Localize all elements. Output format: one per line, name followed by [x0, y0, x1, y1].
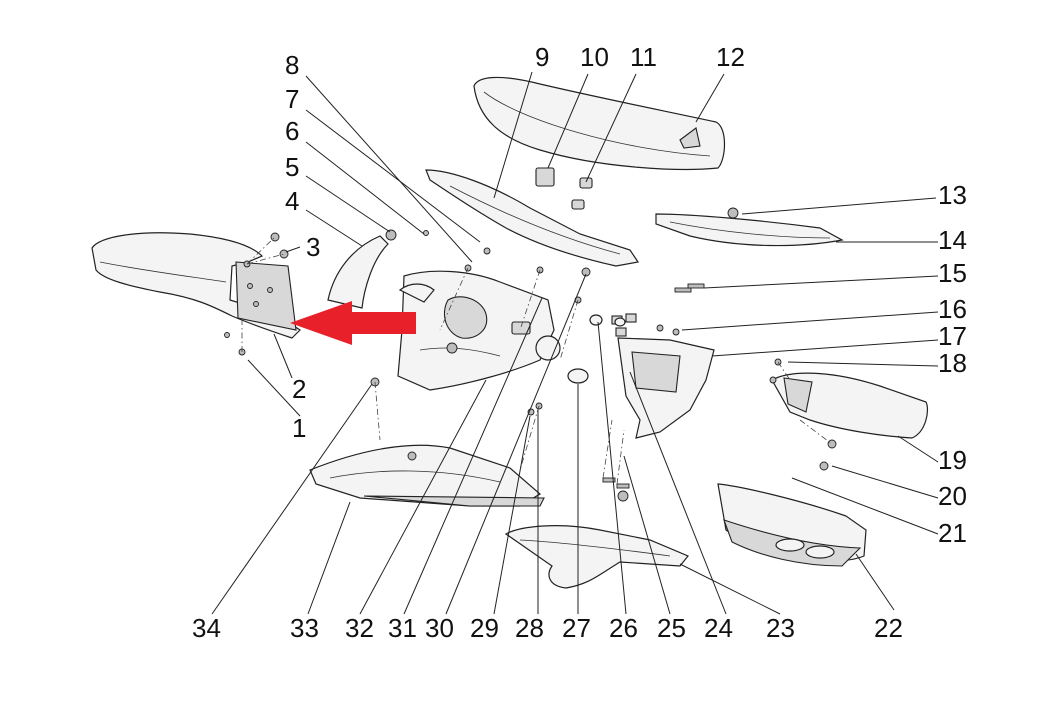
callout-3: 3 — [306, 232, 320, 262]
callout-22: 22 — [874, 613, 903, 643]
right-side-panel — [655, 207, 844, 247]
callout-5: 5 — [285, 152, 299, 182]
battery-tray — [717, 483, 867, 567]
fender-hardware — [224, 232, 289, 356]
callout-12: 12 — [716, 42, 745, 72]
callout-8: 8 — [285, 50, 299, 80]
callout-15: 15 — [938, 258, 967, 288]
seat — [473, 76, 726, 171]
rear-bolts — [656, 283, 705, 336]
rear-inner-fender — [589, 313, 715, 439]
left-side-panel — [309, 444, 545, 507]
callout-27: 27 — [562, 613, 591, 643]
misc-hardware — [370, 247, 630, 502]
callout-7: 7 — [285, 84, 299, 114]
callout-16: 16 — [938, 294, 967, 324]
callout-14: 14 — [938, 225, 967, 255]
lower-cover — [504, 525, 689, 589]
callout-17: 17 — [938, 321, 967, 351]
callout-32: 32 — [345, 613, 374, 643]
callout-26: 26 — [609, 613, 638, 643]
callout-24: 24 — [704, 613, 733, 643]
airbox-assembly — [397, 270, 561, 391]
callout-13: 13 — [938, 180, 967, 210]
callout-31: 31 — [388, 613, 417, 643]
leader-lines — [211, 71, 939, 615]
callout-4: 4 — [285, 186, 299, 216]
callout-1: 1 — [292, 413, 306, 443]
callout-18: 18 — [938, 348, 967, 378]
callout-29: 29 — [470, 613, 499, 643]
callout-19: 19 — [938, 445, 967, 475]
callout-25: 25 — [657, 613, 686, 643]
red-indicator-arrow — [290, 301, 416, 345]
callout-20: 20 — [938, 481, 967, 511]
callout-2: 2 — [292, 374, 306, 404]
callout-21: 21 — [938, 518, 967, 548]
front-fender — [91, 232, 301, 339]
callout-30: 30 — [425, 613, 454, 643]
rear-fender-tail — [769, 358, 929, 471]
callout-28: 28 — [515, 613, 544, 643]
callout-labels: 1 2 3 4 5 6 7 8 9 10 11 12 13 14 15 16 1… — [192, 42, 967, 643]
callout-34: 34 — [192, 613, 221, 643]
rear-frame-cover — [425, 167, 640, 267]
callout-23: 23 — [766, 613, 795, 643]
callout-33: 33 — [290, 613, 319, 643]
callout-11: 11 — [630, 42, 657, 72]
headlight-mask — [327, 229, 429, 309]
callout-10: 10 — [580, 42, 609, 72]
callout-9: 9 — [535, 42, 549, 72]
callout-6: 6 — [285, 116, 299, 146]
